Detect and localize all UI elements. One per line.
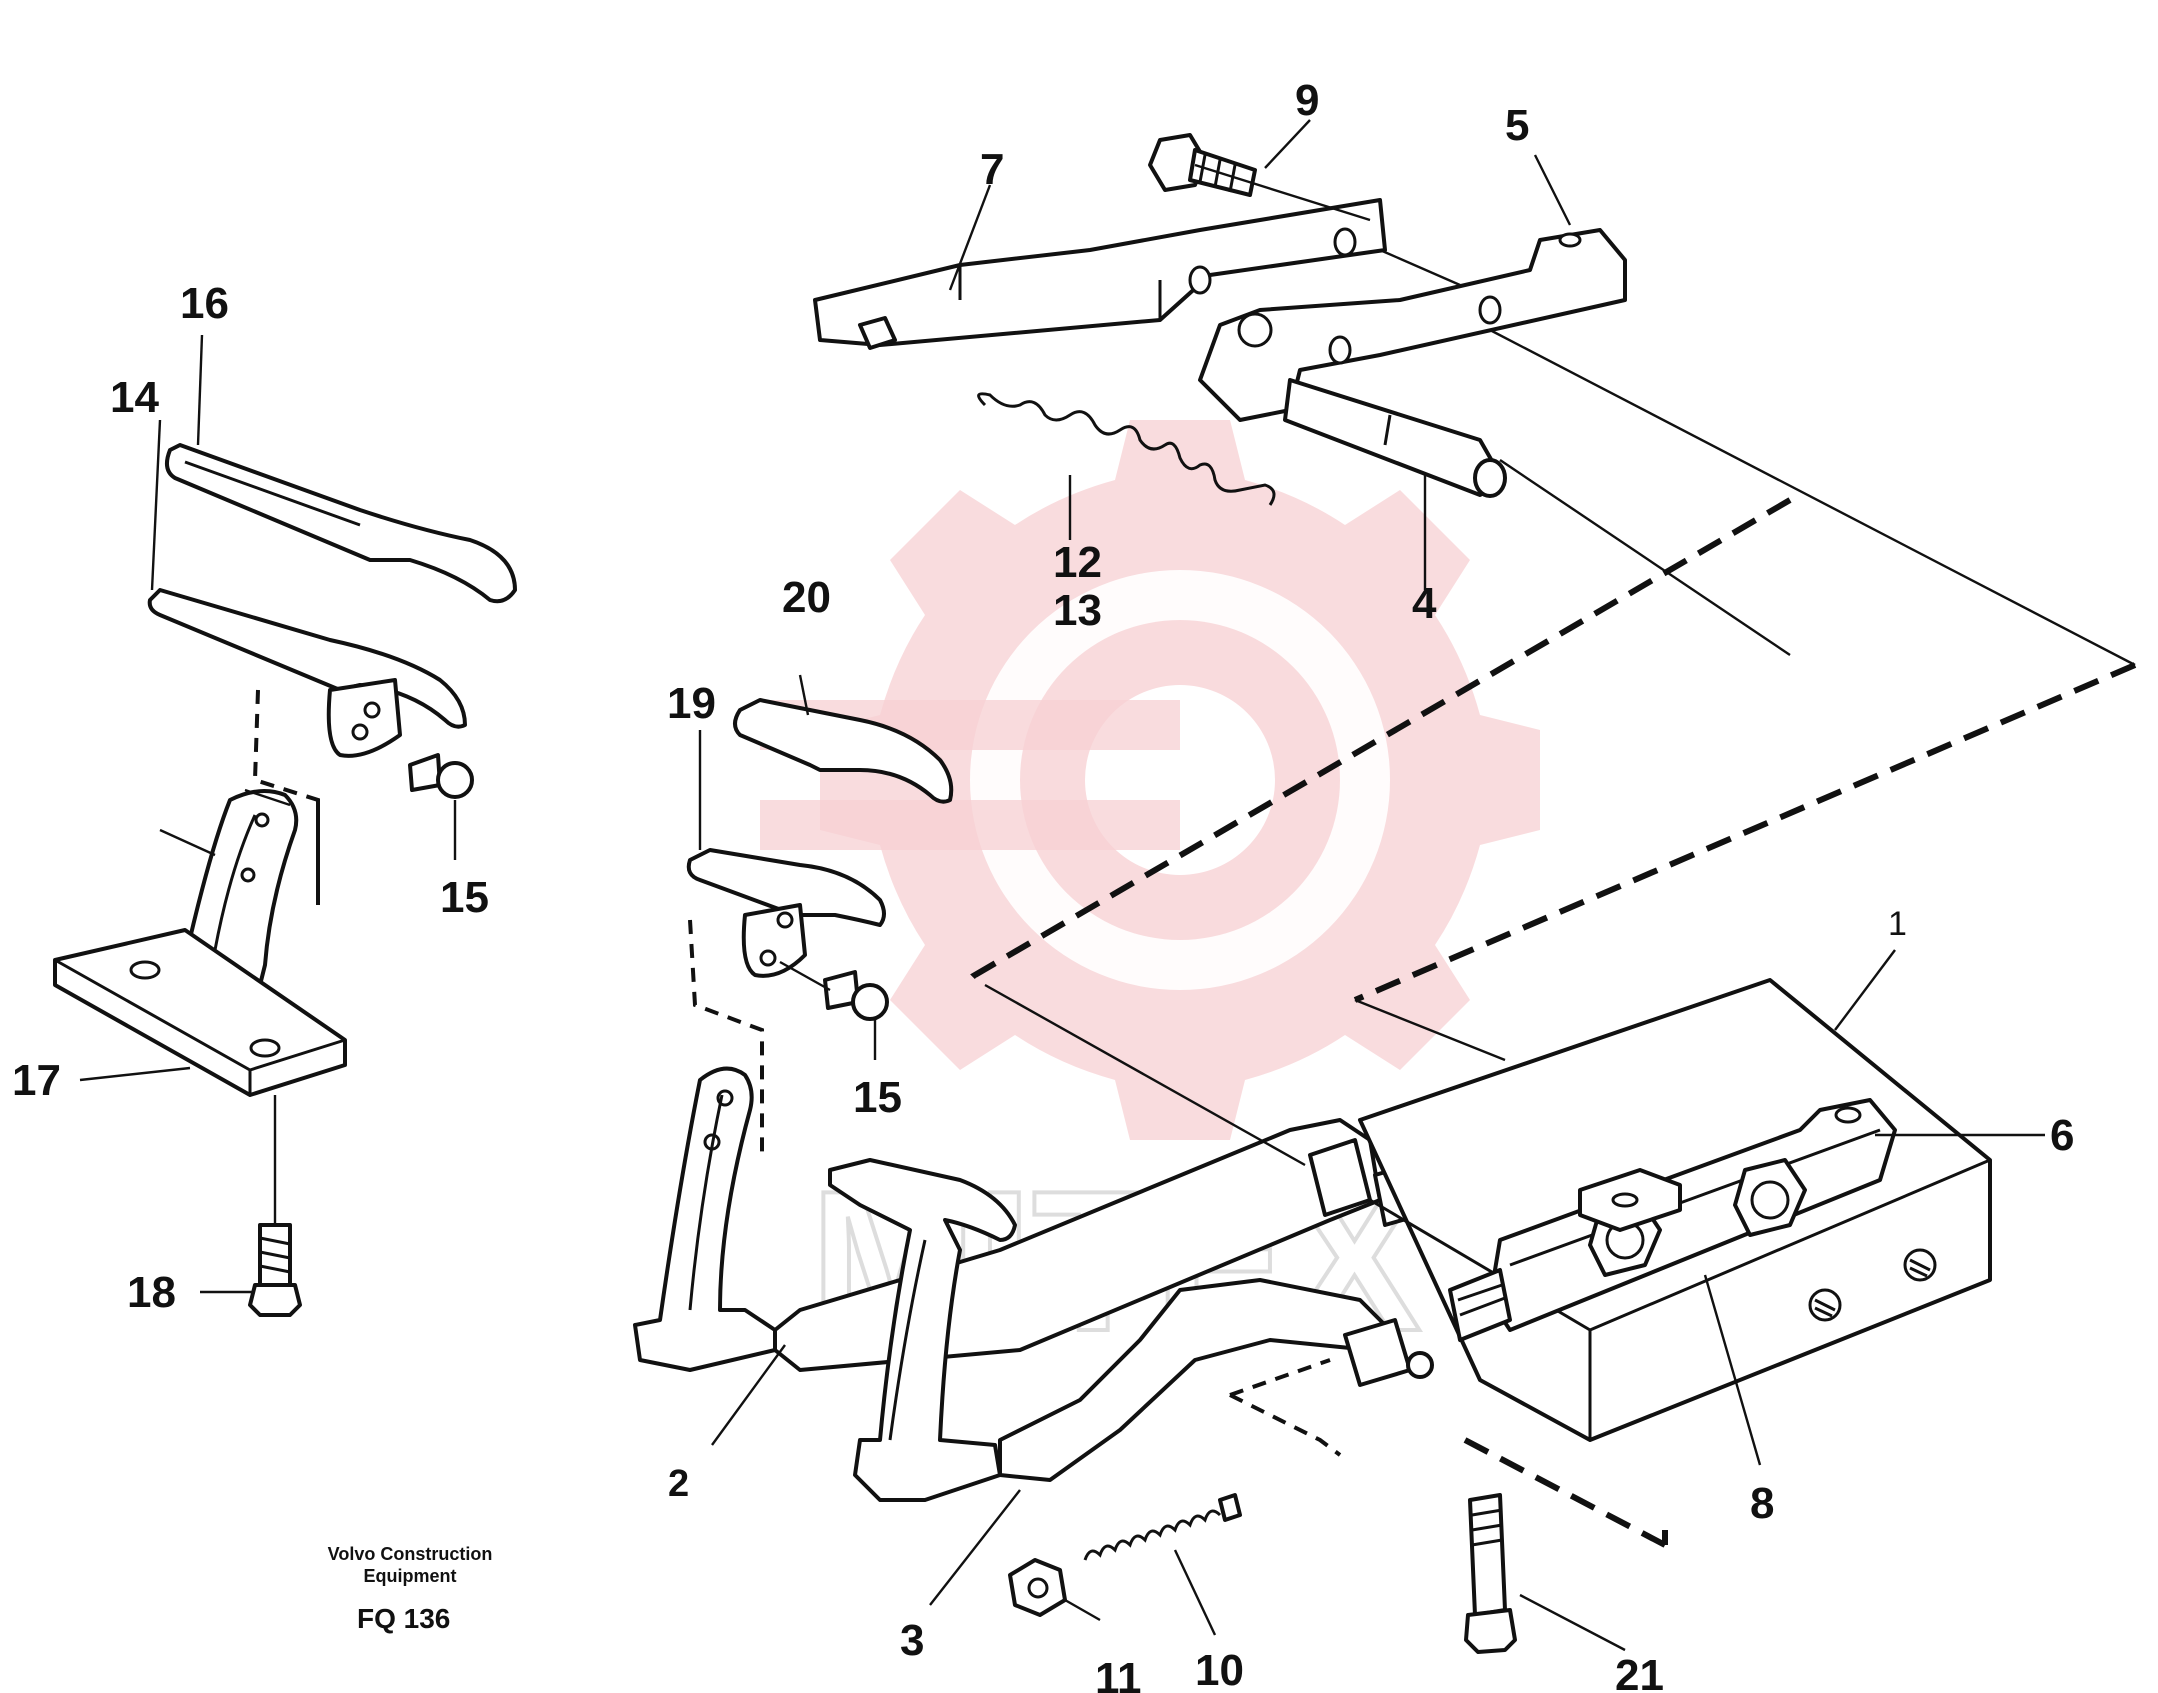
callout-14: 14 [110, 373, 159, 422]
callout-3: 3 [900, 1616, 924, 1665]
callout-6: 6 [2050, 1111, 2074, 1160]
callout-9: 9 [1295, 76, 1319, 125]
spring-end-fitting [1343, 1318, 1434, 1387]
callout-1: 1 [1888, 905, 1907, 943]
callout-15-middle: 15 [853, 1073, 902, 1122]
valve-cap [1578, 1168, 1682, 1232]
pedal-top-14 [147, 588, 467, 758]
bolt-21 [1464, 1493, 1517, 1654]
callout-11: 11 [1095, 1654, 1142, 1693]
pedal-pad-16 [164, 443, 517, 604]
publisher-line-1: Volvo Construction [328, 1544, 493, 1564]
callout-20: 20 [782, 573, 831, 622]
pin-4 [1283, 378, 1507, 498]
callout-13: 13 [1053, 586, 1102, 635]
callout-7: 7 [980, 145, 1004, 194]
link-7 [813, 198, 1387, 350]
pedal-3 [828, 1158, 1392, 1502]
callout-4: 4 [1412, 579, 1437, 628]
callout-19: 19 [667, 679, 716, 728]
threaded-end [1448, 1268, 1512, 1342]
callout-2: 2 [668, 1463, 689, 1505]
watermark-gear-logo [760, 420, 1540, 1140]
screw-15-left [408, 753, 474, 799]
callout-10: 10 [1195, 1646, 1244, 1693]
callout-17: 17 [12, 1056, 61, 1105]
callout-15-left: 15 [440, 873, 489, 922]
bolt-9 [1148, 133, 1257, 197]
spring-10 [1083, 1493, 1242, 1561]
pedal-top-19 [686, 848, 886, 978]
callout-16: 16 [180, 279, 229, 328]
pedal-arm-left [183, 789, 299, 987]
publisher-line-2: Equipment [364, 1566, 457, 1586]
callout-5: 5 [1505, 101, 1529, 150]
pedal-pad-20 [733, 698, 954, 804]
callout-12: 12 [1053, 538, 1102, 587]
callout-8: 8 [1750, 1479, 1774, 1528]
callout-18: 18 [127, 1268, 176, 1317]
spring-12 [977, 392, 1276, 506]
bolt-18 [248, 1223, 302, 1317]
base-plate-17 [53, 928, 347, 1097]
callout-21: 21 [1615, 1651, 1664, 1693]
screw-15-middle [823, 970, 889, 1021]
figure-code: FQ 136 [357, 1603, 450, 1634]
nut-11 [1008, 1558, 1067, 1617]
